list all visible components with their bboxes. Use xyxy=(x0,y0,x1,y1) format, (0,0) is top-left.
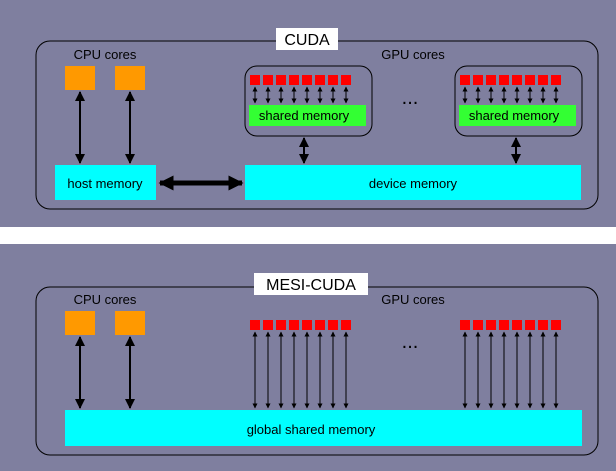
gpu-cores-label: GPU cores xyxy=(381,47,445,62)
multiprocessor-group xyxy=(244,65,373,137)
gpu-core xyxy=(486,75,496,85)
gpu-core xyxy=(263,320,273,330)
gpu-core xyxy=(250,75,260,85)
gpu-core xyxy=(289,320,299,330)
gpu-cores-label: GPU cores xyxy=(381,292,445,307)
gpu-core xyxy=(460,320,470,330)
global-shared-memory xyxy=(65,410,582,446)
cpu-core xyxy=(65,311,95,335)
gpu-core xyxy=(315,75,325,85)
gpu-core xyxy=(499,320,509,330)
mesi-cuda-panel: MESI-CUDA CPU cores GPU cores ... global… xyxy=(35,273,599,456)
gpu-core xyxy=(525,320,535,330)
host-memory xyxy=(55,165,156,200)
gpu-core xyxy=(341,75,351,85)
gpu-core xyxy=(486,320,496,330)
gpu-core xyxy=(538,320,548,330)
gpu-core xyxy=(341,320,351,330)
panel-divider xyxy=(0,227,616,244)
gpu-core xyxy=(473,75,483,85)
gpu-core xyxy=(276,320,286,330)
gpu-core-row xyxy=(460,75,561,104)
gpu-core-row xyxy=(250,320,351,409)
cuda-panel: CUDA CPU cores GPU cores host memory dev… xyxy=(35,28,599,210)
gpu-core-row xyxy=(250,75,351,104)
gpu-core xyxy=(328,75,338,85)
mesi-cuda-title-box xyxy=(254,273,368,295)
cpu-core xyxy=(115,311,145,335)
gpu-core xyxy=(276,75,286,85)
gpu-core xyxy=(289,75,299,85)
gpu-core xyxy=(315,320,325,330)
gpu-core xyxy=(538,75,548,85)
cpu-core xyxy=(65,66,95,90)
shared-memory-block xyxy=(459,105,576,126)
gpu-core xyxy=(460,75,470,85)
mesi-cuda-title: MESI-CUDA xyxy=(266,277,356,294)
gpu-core xyxy=(499,75,509,85)
cpu-cores-label: CPU cores xyxy=(74,47,137,62)
shared-memory-label: shared memory xyxy=(469,108,560,123)
gpu-core xyxy=(525,75,535,85)
gpu-core xyxy=(551,320,561,330)
gpu-core xyxy=(512,320,522,330)
cuda-title: CUDA xyxy=(284,32,330,49)
gpu-core xyxy=(328,320,338,330)
host-memory-label: host memory xyxy=(67,176,143,191)
gpu-core xyxy=(302,75,312,85)
device-memory xyxy=(245,165,581,200)
gpu-core-row xyxy=(460,320,561,409)
ellipsis: ... xyxy=(402,331,419,353)
gpu-core xyxy=(250,320,260,330)
gpu-core xyxy=(512,75,522,85)
gpu-core xyxy=(551,75,561,85)
gpu-core xyxy=(302,320,312,330)
cuda-title-box xyxy=(276,28,338,50)
shared-memory-block xyxy=(249,105,366,126)
cpu-cores-label: CPU cores xyxy=(74,292,137,307)
shared-memory-label: shared memory xyxy=(259,108,350,123)
ellipsis: ... xyxy=(402,87,419,109)
gpu-core xyxy=(473,320,483,330)
cpu-core xyxy=(115,66,145,90)
global-shared-memory-label: global shared memory xyxy=(247,422,376,437)
device-memory-label: device memory xyxy=(369,176,458,191)
gpu-core xyxy=(263,75,273,85)
multiprocessor-group xyxy=(454,65,583,137)
